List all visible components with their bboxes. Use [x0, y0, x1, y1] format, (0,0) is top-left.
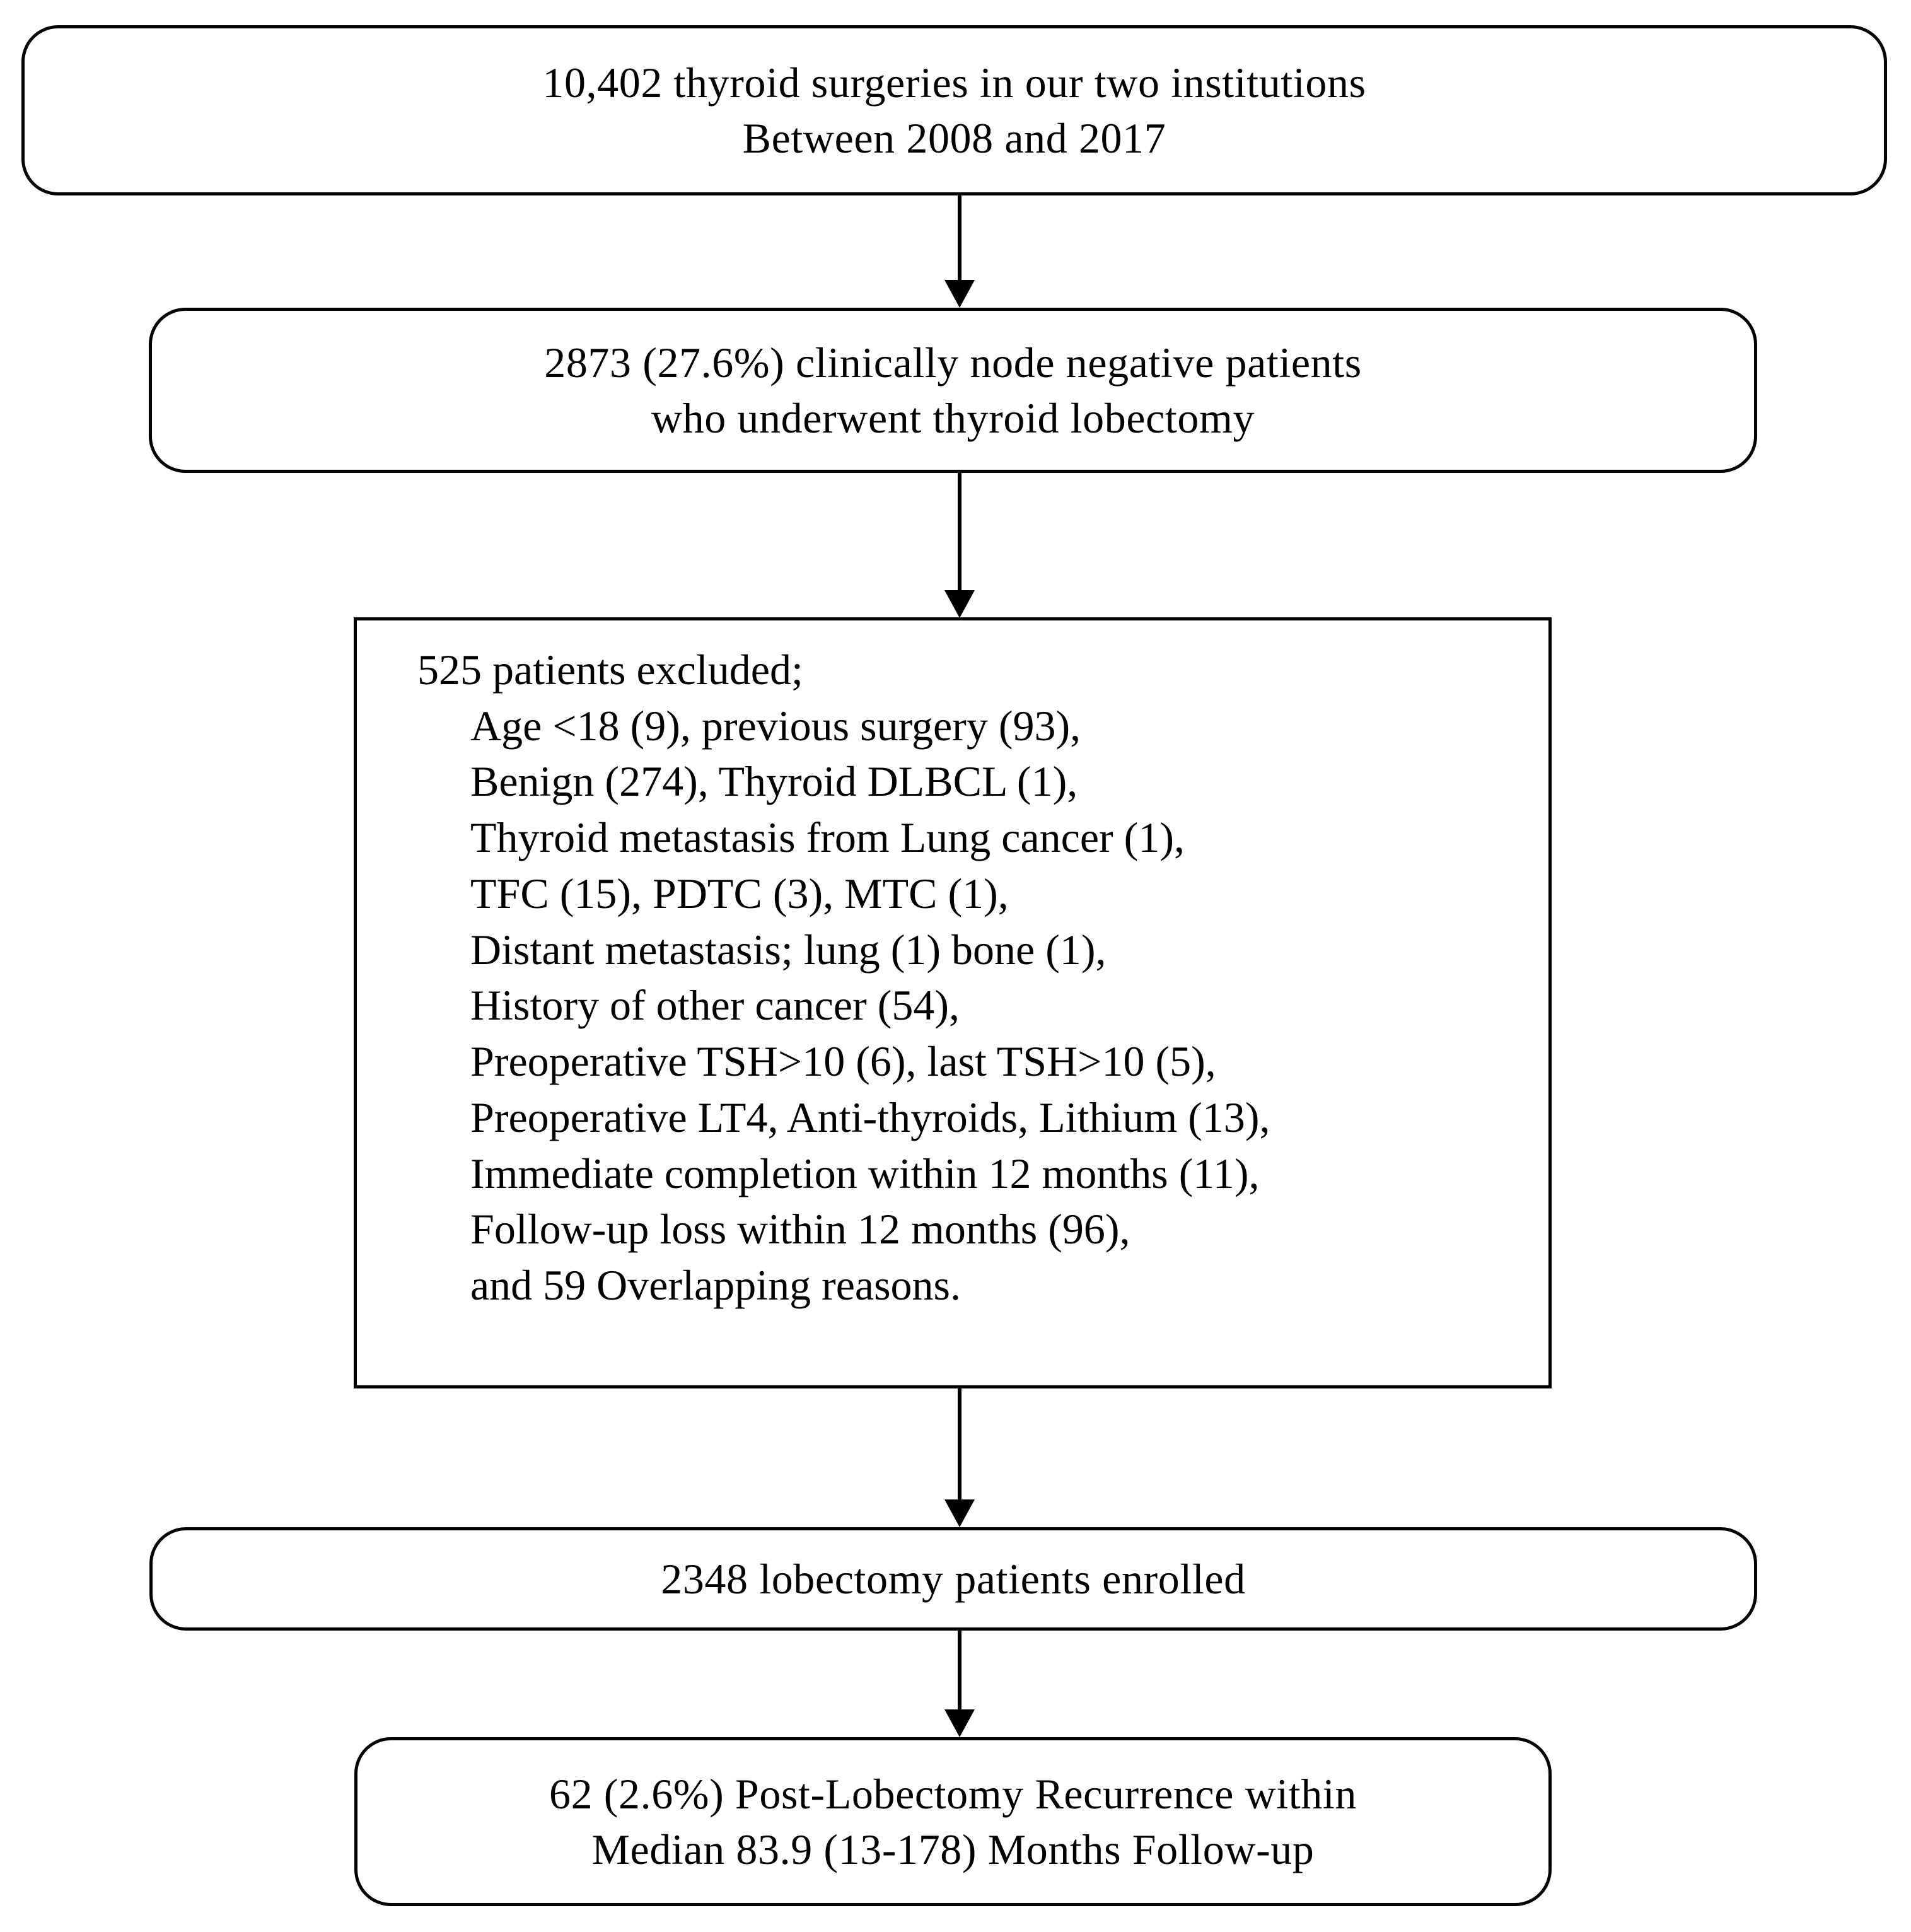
arrow-node-negative-to-excluded — [944, 473, 975, 618]
node-total-surgeries-line-2: Between 2008 and 2017 — [742, 114, 1166, 162]
node-enrolled-line-1: 2348 lobectomy patients enrolled — [661, 1554, 1246, 1603]
exclusion-item-tfc-pdtc-mtc: TFC (15), PDTC (3), MTC (1), — [470, 869, 1009, 917]
exclusion-item-history-other-cancer: History of other cancer (54), — [470, 981, 960, 1030]
arrow-total-to-node-negative — [944, 195, 975, 308]
node-total-surgeries-line-1: 10,402 thyroid surgeries in our two inst… — [542, 58, 1366, 107]
arrow-shaft — [958, 1388, 961, 1500]
arrow-shaft — [958, 473, 961, 591]
arrow-head — [944, 590, 975, 618]
exclusion-list: 525 patients excluded; Age <18 (9), prev… — [357, 642, 1548, 1313]
exclusion-item-overlapping-reasons: and 59 Overlapping reasons. — [470, 1261, 961, 1310]
arrow-shaft — [958, 1631, 961, 1710]
node-node-negative-line-2: who underwent thyroid lobectomy — [651, 394, 1255, 442]
exclusion-item-thyroid-metastasis-lung: Thyroid metastasis from Lung cancer (1), — [470, 813, 1185, 862]
node-recurrence-line-2: Median 83.9 (13-178) Months Follow-up — [591, 1825, 1315, 1873]
arrow-head — [944, 280, 975, 308]
node-enrolled-patients: 2348 lobectomy patients enrolled — [149, 1527, 1757, 1631]
exclusion-item-preoperative-medication: Preoperative LT4, Anti-thyroids, Lithium… — [470, 1093, 1270, 1141]
arrow-head — [944, 1499, 975, 1527]
node-recurrence-line-1: 62 (2.6%) Post-Lobectomy Recurrence with… — [549, 1769, 1357, 1818]
exclusion-item-benign-dlbcl: Benign (274), Thyroid DLBCL (1), — [470, 757, 1078, 806]
exclusion-item-immediate-completion: Immediate completion within 12 months (1… — [470, 1149, 1260, 1197]
exclusion-heading: 525 patients excluded; — [417, 646, 803, 694]
exclusion-item-age-previous-surgery: Age <18 (9), previous surgery (93), — [470, 701, 1081, 750]
exclusion-item-tsh: Preoperative TSH>10 (6), last TSH>10 (5)… — [470, 1037, 1216, 1086]
node-total-surgeries: 10,402 thyroid surgeries in our two inst… — [21, 25, 1887, 195]
arrow-enrolled-to-recurrence — [944, 1631, 975, 1737]
exclusion-item-distant-metastasis: Distant metastasis; lung (1) bone (1), — [470, 925, 1107, 974]
arrow-excluded-to-enrolled — [944, 1388, 975, 1527]
exclusion-item-follow-up-loss: Follow-up loss within 12 months (96), — [470, 1205, 1130, 1254]
arrow-shaft — [958, 195, 961, 281]
node-node-negative-line-1: 2873 (27.6%) clinically node negative pa… — [544, 338, 1362, 387]
arrow-head — [944, 1709, 975, 1737]
node-node-negative-lobectomy: 2873 (27.6%) clinically node negative pa… — [149, 308, 1757, 473]
node-recurrence-outcome: 62 (2.6%) Post-Lobectomy Recurrence with… — [354, 1737, 1552, 1906]
node-excluded-patients: 525 patients excluded; Age <18 (9), prev… — [354, 617, 1552, 1388]
